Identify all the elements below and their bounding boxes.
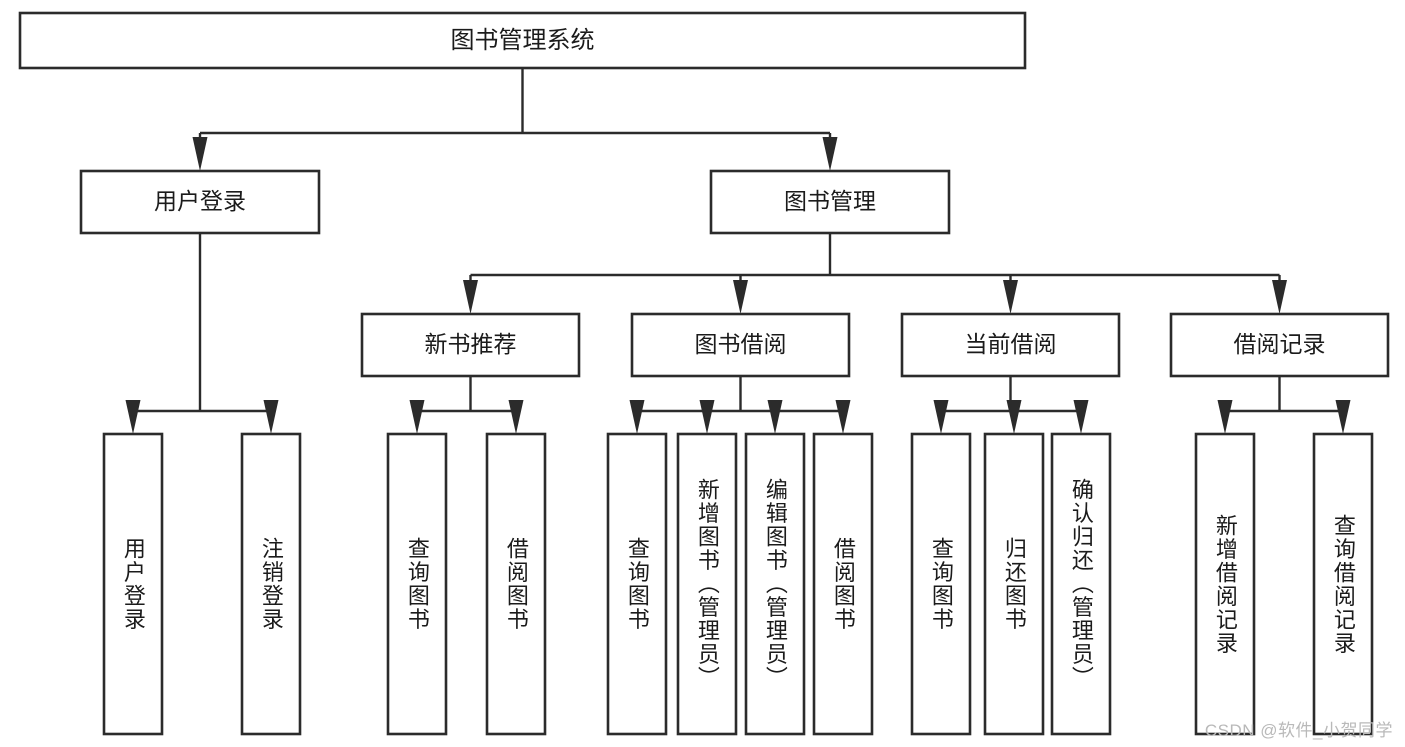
arrow-head-new-book-recommend <box>463 280 478 314</box>
arrow-head-leaf-edit-book-admin <box>767 400 783 434</box>
node-leaf-leaf-return-book[interactable] <box>983 432 1045 736</box>
node-box-book-borrow[interactable] <box>630 312 851 378</box>
arrow-head-borrow-record <box>1272 280 1287 314</box>
node-level2-book-manage[interactable]: 图书管理 <box>709 169 951 235</box>
arrow-head-leaf-query-book-borrow <box>629 400 645 434</box>
node-leaf-leaf-query-book-recommend[interactable] <box>386 432 448 736</box>
node-label-borrow-record: 借阅记录 <box>1234 331 1326 357</box>
node-box-user-login[interactable] <box>79 169 321 235</box>
arrow-head-leaf-add-borrow-record <box>1217 400 1233 434</box>
node-leaf-leaf-add-book-admin[interactable] <box>676 432 738 736</box>
node-leaf-leaf-query-borrow-record[interactable] <box>1312 432 1374 736</box>
node-level3-new-book-recommend[interactable]: 新书推荐 <box>360 312 581 378</box>
node-level3-current-borrow[interactable]: 当前借阅 <box>900 312 1121 378</box>
node-leaf-leaf-user-login[interactable] <box>102 432 164 736</box>
connectors-layer <box>125 68 1351 434</box>
node-label-new-book-recommend: 新书推荐 <box>425 331 517 357</box>
node-box-root[interactable] <box>18 11 1027 70</box>
arrow-head-user-login <box>192 137 208 171</box>
node-box-book-manage[interactable] <box>709 169 951 235</box>
node-leaf-leaf-query-book-current[interactable] <box>910 432 972 736</box>
node-box-leaf-query-book-current[interactable] <box>910 432 972 736</box>
node-box-new-book-recommend[interactable] <box>360 312 581 378</box>
node-leaf-leaf-borrow-book[interactable] <box>812 432 874 736</box>
node-label-book-borrow: 图书借阅 <box>695 331 787 357</box>
node-level3-borrow-record[interactable]: 借阅记录 <box>1169 312 1390 378</box>
node-leaf-leaf-add-borrow-record[interactable] <box>1194 432 1256 736</box>
node-box-leaf-add-book-admin[interactable] <box>676 432 738 736</box>
arrow-head-leaf-query-borrow-record <box>1335 400 1351 434</box>
node-label-current-borrow: 当前借阅 <box>965 331 1057 357</box>
arrow-head-leaf-confirm-return-admin <box>1073 400 1089 434</box>
node-level2-user-login[interactable]: 用户登录 <box>79 169 321 235</box>
node-box-leaf-query-book-borrow[interactable] <box>606 432 668 736</box>
node-box-leaf-query-borrow-record[interactable] <box>1312 432 1374 736</box>
node-box-current-borrow[interactable] <box>900 312 1121 378</box>
node-label-root: 图书管理系统 <box>451 27 595 54</box>
node-leaf-leaf-borrow-book-recommend[interactable] <box>485 432 547 736</box>
node-box-leaf-return-book[interactable] <box>983 432 1045 736</box>
node-leaf-leaf-edit-book-admin[interactable] <box>744 432 806 736</box>
node-leaf-leaf-query-book-borrow[interactable] <box>606 432 668 736</box>
arrow-head-leaf-return-book <box>1006 400 1022 434</box>
arrow-head-leaf-query-book-recommend <box>409 400 425 434</box>
node-box-leaf-borrow-book-recommend[interactable] <box>485 432 547 736</box>
arrow-head-current-borrow <box>1003 280 1018 314</box>
node-label-book-manage: 图书管理 <box>784 188 876 214</box>
arrow-head-leaf-user-logout <box>263 400 279 434</box>
node-root-root[interactable]: 图书管理系统 <box>18 11 1027 70</box>
node-box-leaf-query-book-recommend[interactable] <box>386 432 448 736</box>
node-box-leaf-edit-book-admin[interactable] <box>744 432 806 736</box>
node-label-user-login: 用户登录 <box>154 188 246 214</box>
arrow-head-leaf-borrow-book-recommend <box>508 400 524 434</box>
node-leaf-leaf-confirm-return-admin[interactable] <box>1050 432 1112 736</box>
node-box-leaf-user-logout[interactable] <box>240 432 302 736</box>
node-box-leaf-add-borrow-record[interactable] <box>1194 432 1256 736</box>
arrow-head-leaf-user-login <box>125 400 141 434</box>
arrow-head-leaf-query-book-current <box>933 400 949 434</box>
arrow-head-book-manage <box>822 137 838 171</box>
arrow-head-leaf-borrow-book <box>835 400 851 434</box>
node-leaf-leaf-user-logout[interactable] <box>240 432 302 736</box>
node-box-borrow-record[interactable] <box>1169 312 1390 378</box>
node-box-leaf-confirm-return-admin[interactable] <box>1050 432 1112 736</box>
node-box-leaf-user-login[interactable] <box>102 432 164 736</box>
node-level3-book-borrow[interactable]: 图书借阅 <box>630 312 851 378</box>
node-box-leaf-borrow-book[interactable] <box>812 432 874 736</box>
arrow-head-leaf-add-book-admin <box>699 400 715 434</box>
arrow-head-book-borrow <box>733 280 748 314</box>
